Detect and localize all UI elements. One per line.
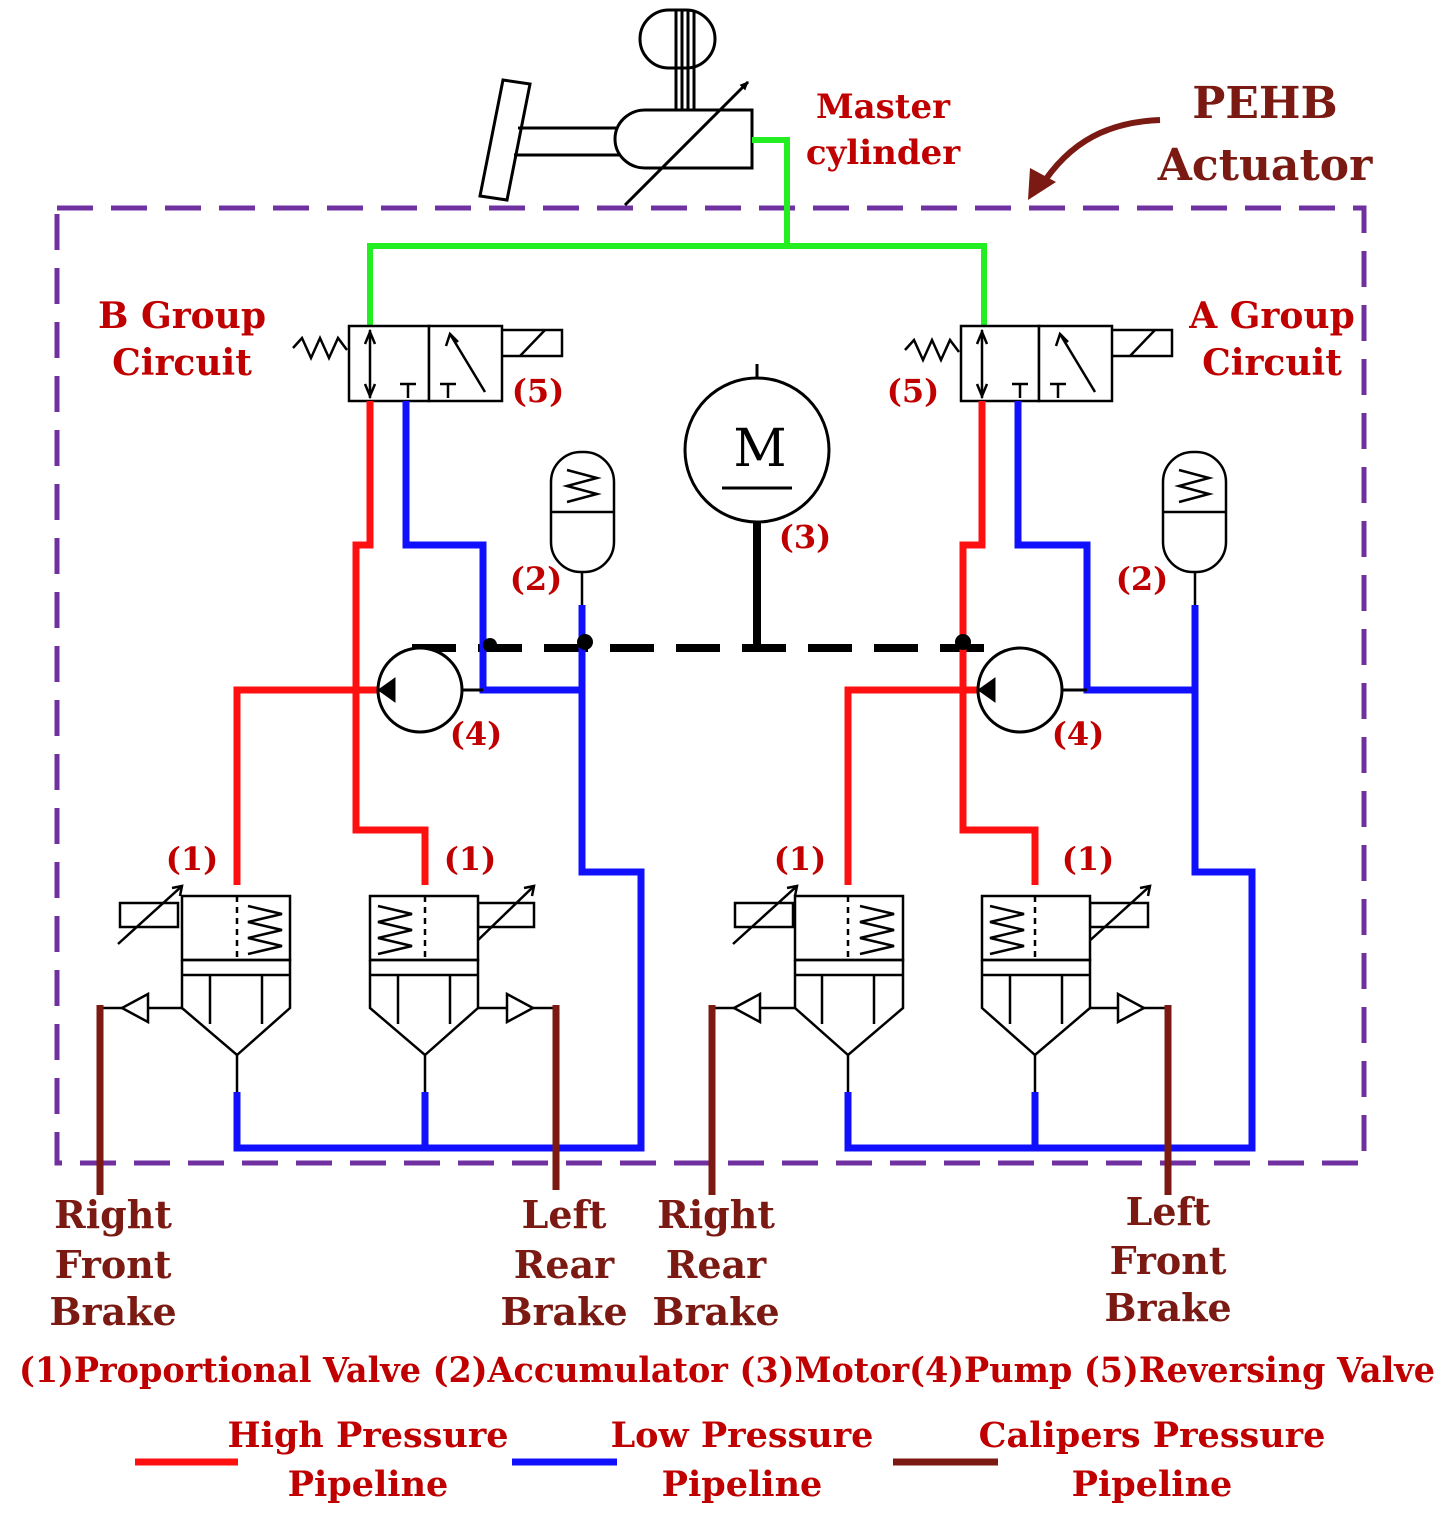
title-pointer-arrowhead [1028,168,1056,200]
left-front-line2: Front [1110,1238,1227,1283]
right-rear-line3: Brake [652,1289,779,1334]
left-rear-line1: Left [522,1192,607,1237]
components-legend: (1)Proportional Valve (2)Accumulator (3)… [19,1350,1435,1391]
master-cylinder [478,8,754,207]
high-pressure-lines [233,401,1039,885]
left-front-line3: Brake [1104,1285,1231,1330]
pump-a [976,646,1087,734]
a-group-label-line2: Circuit [1202,342,1342,384]
proportional-valve-1 [100,884,292,1092]
left-rear-line3: Brake [500,1289,627,1334]
proportional-valve-2 [368,884,556,1092]
left-front-line1: Left [1126,1189,1211,1234]
left-rear-line2: Rear [514,1242,615,1287]
marker-5-a: (5) [887,372,940,410]
marker-4-a: (4) [1052,715,1105,753]
marker-1-a: (1) [166,840,219,878]
marker-1-d: (1) [1062,840,1115,878]
title-line1: PEHB [1192,78,1337,129]
proportional-valve-4 [980,884,1168,1092]
legend-calipers-line1: Calipers Pressure [979,1415,1326,1456]
marker-2-a: (2) [1116,560,1169,598]
marker-4-b: (4) [450,715,503,753]
legend-high-line1: High Pressure [227,1415,508,1456]
legend-low-line2: Pipeline [662,1464,823,1505]
marker-1-c: (1) [774,840,827,878]
b-group-label-line1: B Group [98,295,266,337]
junction-b [483,638,497,652]
right-rear-line1: Right [657,1192,775,1237]
legend-calipers-line2: Pipeline [1072,1464,1233,1505]
marker-2-b: (2) [510,560,563,598]
right-front-line3: Brake [49,1289,176,1334]
right-rear-line2: Rear [666,1242,767,1287]
pump-b [376,646,483,734]
master-cylinder-line-a [787,243,987,326]
low-pressure-lines [233,401,1256,1152]
legend-high-line2: Pipeline [288,1464,449,1505]
master-cylinder-label-line2: cylinder [806,133,961,173]
caliper-lines [96,1005,1172,1195]
right-front-line2: Front [55,1242,172,1287]
junction-a [955,634,971,650]
reversing-valve-a [904,324,1174,403]
brake-label-left-front: Left Front Brake [1104,1189,1231,1330]
title-pointer-arrow [1037,117,1161,190]
junction-b2 [577,634,593,650]
motor-symbol: M [733,419,786,479]
a-group-label-line1: A Group [1188,295,1355,337]
proportional-valve-3 [712,884,905,1092]
brake-label-right-rear: Right Rear Brake [652,1192,779,1334]
b-group-label-line2: Circuit [112,342,252,384]
actuator-boundary [54,205,1367,1166]
marker-1-b: (1) [444,840,497,878]
marker-5-b: (5) [512,372,565,410]
accumulator-a [1161,450,1228,605]
accumulator-b [549,450,616,605]
right-front-line1: Right [54,1192,172,1237]
brake-label-right-front: Right Front Brake [49,1192,176,1334]
master-cylinder-label-line1: Master [816,87,951,127]
marker-3: (3) [779,518,832,556]
reversing-valve-b [292,324,564,403]
legend-low-line1: Low Pressure [611,1415,874,1456]
brake-label-left-rear: Left Rear Brake [500,1192,627,1334]
title-line2: Actuator [1157,140,1373,191]
